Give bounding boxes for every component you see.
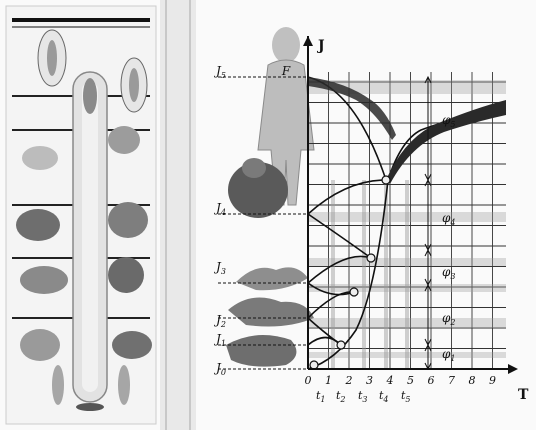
level-label: J3 xyxy=(213,260,226,276)
t-mark-label: t4 xyxy=(379,389,389,404)
x-tick-label: 1 xyxy=(325,374,332,387)
t-guide-bar xyxy=(405,180,409,369)
phase-label: φ5 xyxy=(442,113,456,129)
y-axis-arrow xyxy=(303,36,313,46)
x-tick-label: 0 xyxy=(305,374,312,387)
figure-reptile-2 xyxy=(228,298,314,327)
t-guide-bar xyxy=(362,180,366,369)
node-circle xyxy=(382,176,390,184)
t-mark-label: t3 xyxy=(358,389,368,404)
level-label: J5 xyxy=(213,64,226,80)
t-mark-label: t5 xyxy=(401,389,411,404)
growth-curve xyxy=(308,180,386,214)
level-label: J1 xyxy=(213,332,226,348)
x-tick-label: 3 xyxy=(366,374,373,387)
x-axis-arrow xyxy=(508,364,518,374)
x-tick-label: 5 xyxy=(407,374,414,387)
x-tick-label: 2 xyxy=(345,374,353,387)
phase-label: φ2 xyxy=(442,311,456,327)
x-tick-label: 4 xyxy=(386,374,394,387)
level-label: J2 xyxy=(213,313,226,329)
t-mark-label: t2 xyxy=(336,389,346,404)
phase-label: φ1 xyxy=(442,347,456,363)
x-axis-title: T xyxy=(518,387,529,403)
evolution-column-illustration xyxy=(0,0,196,430)
y-axis-title: J xyxy=(316,38,325,54)
x-tick-label: 7 xyxy=(448,374,455,387)
t-mark-label: t1 xyxy=(316,389,326,404)
figure-letter: F xyxy=(281,64,291,78)
node-circle xyxy=(350,288,358,296)
figure-amphibian-1 xyxy=(226,335,296,367)
x-tick-label: 8 xyxy=(469,374,476,387)
node-circle xyxy=(310,361,318,369)
node-circle xyxy=(367,254,375,262)
figure-reptile-3 xyxy=(236,267,308,290)
level-label: J4 xyxy=(213,201,226,217)
level-label: J0 xyxy=(213,361,226,377)
x-tick-label: 6 xyxy=(428,374,435,387)
node-circle xyxy=(337,341,345,349)
phase-label: φ3 xyxy=(442,265,456,281)
x-tick-label: 9 xyxy=(489,374,496,387)
evolution-column-panel xyxy=(0,0,196,430)
